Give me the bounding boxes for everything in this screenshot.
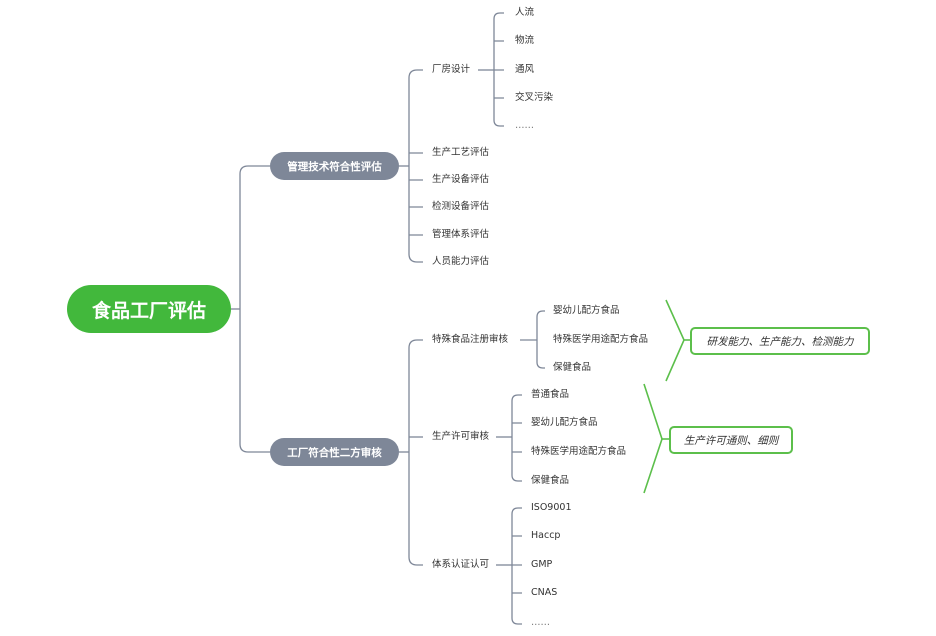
node-special-food-registration[interactable]: 特殊食品注册审核	[432, 334, 509, 345]
summary-note-capabilities[interactable]: 研发能力、生产能力、检测能力	[690, 327, 870, 355]
leaf-special-medical-food[interactable]: 特殊医学用途配方食品	[553, 334, 649, 345]
category-node-audit[interactable]: 工厂符合性二方审核	[270, 438, 399, 466]
node-system-certification[interactable]: 体系认证认可	[432, 559, 490, 570]
summary-brace-special	[665, 299, 685, 382]
leaf-cnas[interactable]: CNAS	[531, 587, 558, 598]
leaf-gmp[interactable]: GMP	[531, 559, 553, 570]
leaf-ellipsis[interactable]: ……	[515, 120, 534, 131]
leaf-cross-contamination[interactable]: 交叉污染	[515, 92, 554, 103]
node-plant-design[interactable]: 厂房设计	[432, 64, 471, 75]
leaf-license-health-food[interactable]: 保健食品	[531, 475, 570, 486]
leaf-license-infant-formula[interactable]: 婴幼儿配方食品	[531, 417, 598, 428]
connector-branch2-children	[408, 339, 423, 566]
category-node-management[interactable]: 管理技术符合性评估	[270, 152, 399, 180]
summary-brace-license	[643, 383, 663, 494]
connector-license-leaves	[512, 422, 522, 453]
connector-special-items	[536, 310, 545, 369]
connector-root-branches	[239, 165, 270, 453]
node-personnel-eval[interactable]: 人员能力评估	[432, 256, 490, 267]
leaf-health-food[interactable]: 保健食品	[553, 362, 592, 373]
node-management-system-eval[interactable]: 管理体系评估	[432, 229, 490, 240]
leaf-haccp[interactable]: Haccp	[531, 530, 561, 541]
connector-branch1-children	[408, 69, 423, 263]
node-process-eval[interactable]: 生产工艺评估	[432, 147, 490, 158]
leaf-general-food[interactable]: 普通食品	[531, 389, 570, 400]
root-node[interactable]: 食品工厂评估	[67, 285, 231, 333]
connector-plant-leaves	[494, 40, 504, 99]
leaf-material-flow[interactable]: 物流	[515, 35, 535, 46]
leaf-ventilation[interactable]: 通风	[515, 64, 535, 75]
summary-note-license-rules[interactable]: 生产许可通则、细则	[669, 426, 793, 454]
connector-license-items	[511, 394, 522, 482]
connector-cert-items	[511, 507, 522, 625]
leaf-people-flow[interactable]: 人流	[515, 7, 535, 18]
leaf-cert-ellipsis[interactable]: ……	[531, 617, 550, 628]
node-equipment-eval[interactable]: 生产设备评估	[432, 174, 490, 185]
leaf-infant-formula[interactable]: 婴幼儿配方食品	[553, 305, 620, 316]
node-testing-equipment-eval[interactable]: 检测设备评估	[432, 201, 490, 212]
connector-branch1-leaves	[409, 152, 423, 236]
leaf-iso9001[interactable]: ISO9001	[531, 502, 572, 513]
leaf-license-special-medical[interactable]: 特殊医学用途配方食品	[531, 446, 627, 457]
connector-cert-leaves	[512, 535, 522, 594]
node-production-license[interactable]: 生产许可审核	[432, 431, 490, 442]
